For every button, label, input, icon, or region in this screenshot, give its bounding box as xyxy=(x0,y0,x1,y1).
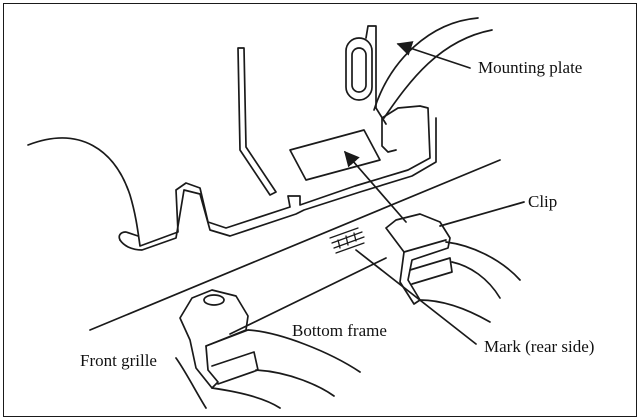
leader-clip xyxy=(439,201,525,227)
mounting-plate-fold xyxy=(118,231,139,241)
plate-rod xyxy=(237,47,277,196)
clip-right-face xyxy=(403,239,447,253)
arrow-clip-to-plate xyxy=(343,150,407,223)
mounting-plate-inner-edge xyxy=(119,117,437,251)
clip-right-wire-2 xyxy=(451,261,501,299)
label-bottom-frame: Bottom frame xyxy=(292,321,387,340)
clip-left-wire-1 xyxy=(247,329,361,373)
clip-right-band xyxy=(409,257,453,285)
plate-opening xyxy=(289,129,381,181)
arrow-mounting-plate xyxy=(396,41,471,69)
label-mark-rear-side: Mark (rear side) xyxy=(484,337,594,356)
mounting-plate xyxy=(27,105,431,247)
diagram-frame xyxy=(3,3,637,417)
front-grille-edge xyxy=(175,357,207,409)
label-clip: Clip xyxy=(528,192,557,211)
clip-right-wire-3 xyxy=(419,299,491,323)
bottom-frame-bar-top xyxy=(89,159,501,331)
clip-left-hole xyxy=(203,294,225,306)
bottom-frame-bar-bottom xyxy=(229,257,387,335)
label-mounting-plate: Mounting plate xyxy=(478,58,582,77)
label-front-grille: Front grille xyxy=(80,351,157,370)
rear-mark xyxy=(329,227,365,254)
plate-slot-stem xyxy=(365,25,387,125)
clip-left-band xyxy=(211,351,259,385)
plate-slot-outer xyxy=(345,37,373,101)
clip-left-wire-3 xyxy=(211,387,281,409)
clip-left-wire-2 xyxy=(255,369,335,397)
leader-mark xyxy=(355,249,477,345)
plate-slot-inner xyxy=(351,47,367,93)
clip-left-face xyxy=(205,329,249,347)
clip-right-wire-1 xyxy=(445,241,521,281)
cable-2 xyxy=(383,29,493,119)
cable-1 xyxy=(373,17,479,111)
clip-right xyxy=(385,213,451,305)
